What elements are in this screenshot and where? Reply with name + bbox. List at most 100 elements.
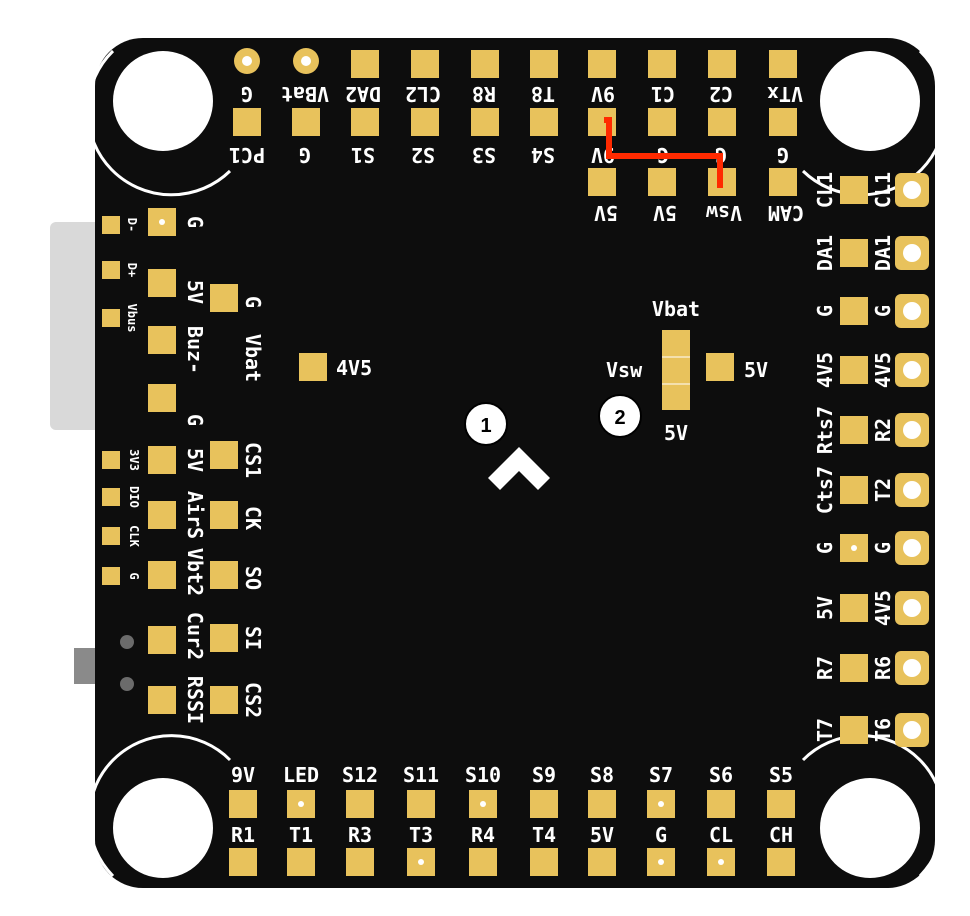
left-col-a-label-2: G (183, 414, 207, 426)
bottom-lower-label-8: CL (709, 823, 733, 847)
left-col-a-label-4: AirS (183, 491, 207, 539)
right-inner-label-8: R7 (813, 656, 837, 680)
right-outer-label-5: T2 (871, 478, 895, 502)
usb-label-1: D+ (125, 263, 139, 277)
top-third-labels: 5V 5V Vsw CAM (594, 201, 804, 225)
right-inner-label-5: Cts7 (813, 466, 837, 514)
right-outer-label-4: R2 (871, 418, 895, 442)
right-outer-label-0: CL1 (871, 172, 895, 208)
top-upper-pad-7 (648, 50, 676, 78)
led-dot-2 (120, 677, 134, 691)
left-col-b-label-1: Vbat (241, 334, 265, 382)
top-lower-label-5: S4 (531, 143, 555, 167)
left-small-label-1: DIO (127, 486, 141, 508)
top-upper-pad-4 (471, 50, 499, 78)
left-col-a-label-0: 5V (183, 280, 207, 304)
top-third-label-3: CAM (768, 201, 804, 225)
usb-label-0: D- (125, 218, 139, 232)
jumper-bottom-label: 5V (664, 421, 688, 445)
bottom-lower-label-2: R3 (348, 823, 372, 847)
jumper-right-label: 5V (744, 358, 768, 382)
right-inner-pad-1 (840, 239, 868, 267)
left-col-b-pad-0 (210, 284, 238, 312)
right-inner-label-7: 5V (813, 596, 837, 620)
mounting-hole-top-left (113, 51, 213, 151)
bottom-lower-label-4: R4 (471, 823, 495, 847)
orientation-arrow-icon (488, 447, 550, 490)
top-upper-label-5: T8 (531, 82, 555, 106)
jumper-left-label: Vsw (606, 358, 643, 382)
right-inner-label-1: DA1 (813, 235, 837, 271)
top-upper-pad-8 (708, 50, 736, 78)
left-col-a-pad-3 (148, 446, 176, 474)
left-col-a-pad-7 (148, 686, 176, 714)
left-col-a-pad-1 (148, 326, 176, 354)
top-lower-pad-9 (769, 108, 797, 136)
top-lower-label-9: G (777, 143, 789, 167)
left-small-pad-2 (102, 527, 120, 545)
right-inner-label-9: T7 (813, 718, 837, 742)
top-upper-pad-2 (351, 50, 379, 78)
left-col-b-pad-4 (210, 624, 238, 652)
bottom-upper-label-9: S5 (769, 763, 793, 787)
top-upper-label-9: VTx (767, 82, 803, 106)
usb-pad-1 (102, 261, 120, 279)
bottom-lower-label-3: T3 (409, 823, 433, 847)
right-inner-pad-4 (840, 416, 868, 444)
right-outer-label-2: G (871, 305, 895, 317)
left-col-b-label-4: SO (241, 566, 265, 590)
top-lower-pad-1 (292, 108, 320, 136)
mounting-hole-top-right (820, 51, 920, 151)
left-col-a-pad-2 (148, 384, 176, 412)
right-inner-pad-7 (840, 594, 868, 622)
usb-side-label-0: G (183, 216, 207, 228)
left-col-a-label-5: Vbt2 (183, 548, 207, 596)
right-inner-label-2: G (813, 305, 837, 317)
bottom-upper-label-2: S12 (342, 763, 378, 787)
bottom-lower-label-7: G (655, 823, 667, 847)
left-col-b-pad-3 (210, 561, 238, 589)
bottom-lower-pad-2 (346, 848, 374, 876)
mounting-hole-bottom-left (113, 778, 213, 878)
led-dot-1 (120, 635, 134, 649)
left-col-b-pad-5 (210, 686, 238, 714)
top-upper-pad-3 (411, 50, 439, 78)
jumper-vertical-pad (662, 330, 690, 410)
bottom-upper-pad-2 (346, 790, 374, 818)
top-upper-label-0: G (241, 82, 253, 106)
right-inner-pad-0 (840, 176, 868, 204)
top-third-label-0: 5V (594, 201, 618, 225)
right-inner-pad-3 (840, 356, 868, 384)
bottom-upper-pad-6 (588, 790, 616, 818)
top-upper-pad-5 (530, 50, 558, 78)
left-col-a-pad-0 (148, 269, 176, 297)
left-col-b-label-3: CK (241, 506, 265, 530)
right-inner-pad-8 (840, 654, 868, 682)
bottom-lower-label-9: CH (769, 823, 793, 847)
right-outer-label-7: 4V5 (871, 590, 895, 626)
bottom-lower-pad-1 (287, 848, 315, 876)
bottom-lower-label-5: T4 (532, 823, 556, 847)
jumper-5v-pad (706, 353, 734, 381)
right-outer-label-3: 4V5 (871, 352, 895, 388)
usb-label-2: Vbus (125, 304, 139, 333)
bottom-upper-label-1: LED (283, 763, 319, 787)
top-upper-label-7: C1 (651, 82, 675, 106)
bottom-upper-label-7: S7 (649, 763, 673, 787)
top-lower-pad-5 (530, 108, 558, 136)
marker-1: 1 (464, 402, 508, 446)
jumper-top-label: Vbat (652, 297, 700, 321)
marker-2: 2 (598, 394, 642, 438)
right-inner-pad-5 (840, 476, 868, 504)
bottom-lower-label-1: T1 (289, 823, 313, 847)
top-lower-label-0: PC1 (229, 143, 265, 167)
bottom-upper-label-5: S9 (532, 763, 556, 787)
right-inner-label-6: G (813, 542, 837, 554)
left-small-pad-0 (102, 451, 120, 469)
top-header: G VBat DA2 CL2 R8 T8 9V C1 C2 VTx PC1 G … (229, 48, 804, 225)
voltage-jumper: Vbat Vsw 5V 5V (606, 297, 768, 445)
left-col-a-pad-5 (148, 561, 176, 589)
